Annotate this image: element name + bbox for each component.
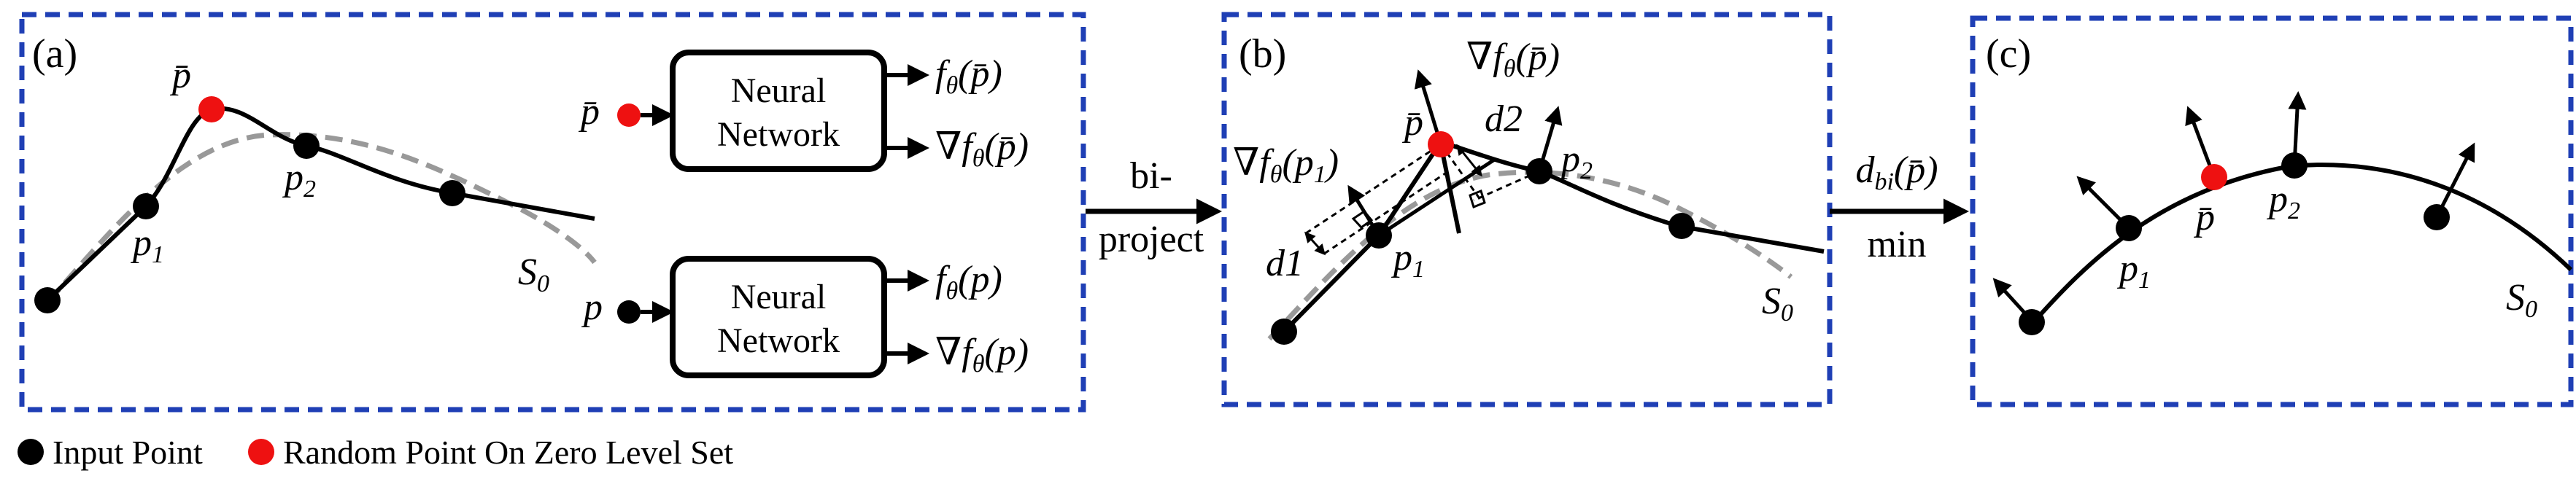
input-point — [1668, 213, 1695, 239]
nn-top-out2: ∇fθ(p̄) — [935, 126, 1029, 172]
transition-bi-project: bi- project — [1086, 155, 1222, 260]
transition-label-top: dbi(p̄) — [1855, 149, 1938, 195]
panel-a-frame — [19, 12, 1086, 413]
d2-arrow — [1456, 144, 1482, 177]
nn-top-out1: fθ(p̄) — [935, 53, 1002, 99]
panel-c: (c) p̄ p1 p2 S0 — [1970, 15, 2574, 407]
right-angle-mark — [1469, 190, 1486, 208]
input-point-p2 — [2281, 152, 2308, 179]
nn-top-box — [670, 50, 887, 172]
input-point-p1 — [2116, 215, 2142, 241]
zero-level-set-curve — [1267, 169, 1793, 341]
transition-label-bottom: min — [1868, 224, 1927, 265]
zero-level-set-curve — [45, 132, 597, 305]
label-d1: d1 — [1266, 243, 1304, 284]
nn-bottom-box-line1: Neural — [731, 278, 827, 316]
panel-b-label: (b) — [1239, 31, 1286, 77]
label-pbar: p̄ — [2193, 197, 2215, 238]
panel-c-frame — [1970, 15, 2574, 407]
transition-label-line1: bi- — [1130, 155, 1172, 197]
projection-segment — [1439, 144, 1461, 234]
input-point — [2019, 309, 2045, 335]
legend: Input Point Random Point On Zero Level S… — [18, 434, 733, 471]
transition-label-line2: project — [1099, 219, 1204, 260]
input-point-p2 — [293, 133, 320, 159]
random-point-pbar — [2201, 164, 2227, 190]
panel-b: (b) ∇fθ(p̄) ∇fθ(p1) p̄ d1 d2 p1 p2 S0 — [1221, 12, 1833, 407]
label-s0: S0 — [2506, 277, 2537, 323]
input-point — [439, 180, 465, 206]
panel-a-label: (a) — [32, 31, 77, 77]
nn-bottom-out2: ∇fθ(p) — [935, 332, 1029, 378]
nn-bottom-box — [670, 256, 887, 378]
label-d2: d2 — [1485, 98, 1523, 140]
label-p1: p1 — [1391, 237, 1425, 283]
label-s0: S0 — [518, 251, 549, 297]
panel-a: (a) p̄ p1 p2 S0 p̄ Neural Network fθ(p̄)… — [19, 12, 1086, 413]
random-point-pbar — [1428, 131, 1454, 157]
transition-min-dbi: dbi(p̄) min — [1830, 149, 1969, 265]
nn-bottom-out1: fθ(p) — [935, 259, 1002, 305]
input-point-p2 — [1526, 158, 1552, 184]
label-pbar: p̄ — [1401, 102, 1423, 144]
label-s0: S0 — [1762, 281, 1793, 327]
label-p2: p2 — [2266, 179, 2300, 224]
input-point — [617, 300, 641, 324]
input-point — [34, 287, 61, 313]
label-p2: p2 — [282, 157, 316, 203]
normal-arrow — [2434, 142, 2475, 219]
legend-input-point-label: Input Point — [53, 434, 203, 471]
nn-top-box-line1: Neural — [731, 71, 827, 110]
fitted-curve — [45, 106, 595, 302]
projection-line-d1-b — [1323, 168, 1453, 255]
label-p1: p1 — [130, 222, 164, 268]
legend-random-point-marker — [248, 439, 274, 465]
legend-input-point-marker — [18, 439, 44, 465]
label-pbar: p̄ — [169, 55, 191, 96]
d1-arrow — [1304, 231, 1326, 256]
nn-bottom-box-line2: Network — [717, 321, 840, 360]
input-point-p1 — [133, 193, 159, 219]
label-p2: p2 — [1558, 138, 1593, 184]
nn-bottom-input-label: p — [581, 286, 603, 328]
random-point-pbar — [617, 103, 641, 127]
nn-top-input-label: p̄ — [578, 91, 600, 133]
label-p1: p1 — [2116, 248, 2151, 294]
input-point — [2424, 204, 2450, 230]
legend-random-point-label: Random Point On Zero Level Set — [283, 434, 733, 471]
fitted-curve — [2030, 163, 2573, 326]
label-grad-pbar: ∇fθ(p̄) — [1466, 36, 1560, 82]
label-grad-p1: ∇fθ(p1) — [1233, 142, 1339, 188]
nn-top-box-line2: Network — [717, 115, 840, 154]
input-point — [1271, 319, 1297, 345]
input-point-p1 — [1366, 222, 1392, 249]
panel-c-label: (c) — [1986, 31, 2031, 77]
random-point-pbar — [198, 96, 225, 122]
projection-line-d1-a — [1305, 143, 1442, 235]
